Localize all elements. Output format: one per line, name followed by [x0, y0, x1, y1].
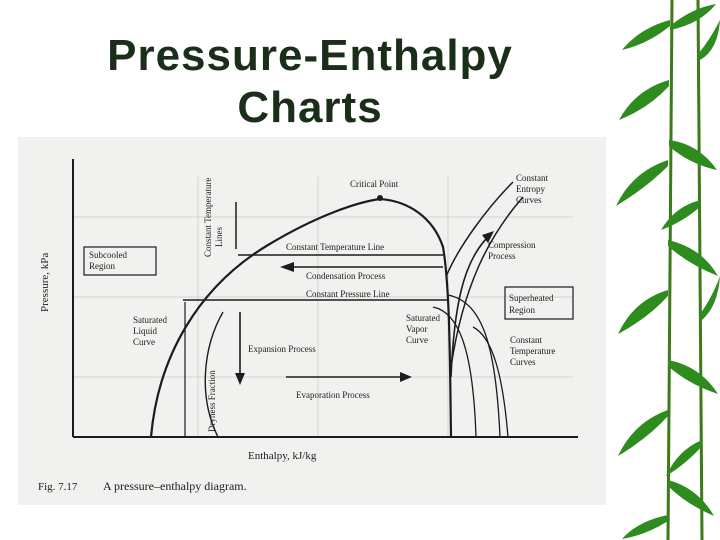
superheated-region-label: Superheated Region — [509, 293, 554, 315]
svg-text:Lines: Lines — [214, 227, 224, 247]
subcooled-region-box — [83, 246, 157, 276]
constant-temperature-curves-label: Constant Temperature Curves — [510, 335, 555, 367]
svg-text:Compression: Compression — [488, 240, 536, 250]
svg-text:Curve: Curve — [406, 335, 428, 345]
subcooled-region-label: Subcooled Region — [89, 250, 127, 271]
caption-number: Fig. 7.17 — [38, 481, 78, 493]
critical-point-marker — [377, 195, 383, 201]
svg-text:Region: Region — [89, 261, 115, 271]
svg-text:Saturated: Saturated — [133, 315, 167, 325]
constant-entropy-curves-label: Constant Entropy Curves — [516, 173, 549, 205]
expansion-process-label: Expansion Process — [248, 344, 316, 354]
caption-text: A pressure–enthalpy diagram. — [103, 479, 247, 493]
condensation-process-label: Condensation Process — [306, 271, 386, 281]
constant-temperature-curves — [432, 294, 509, 438]
saturation-dome — [149, 197, 453, 438]
evaporation-process-label: Evaporation Process — [296, 390, 370, 400]
superheated-region-box — [504, 286, 574, 320]
compression-arrow — [450, 236, 489, 378]
saturated-vapor-curve-label: Saturated Vapor Curve — [406, 313, 440, 345]
svg-text:Process: Process — [488, 251, 516, 261]
ph-diagram: Pressure, kPa Enthalpy, kJ/kg Fig. 7.17 … — [38, 159, 578, 493]
y-axis-label: Pressure, kPa — [39, 253, 51, 312]
pressure-enthalpy-figure: Pressure, kPa Enthalpy, kJ/kg Fig. 7.17 … — [18, 137, 606, 505]
svg-text:Subcooled: Subcooled — [89, 250, 127, 260]
svg-text:Curves: Curves — [516, 195, 542, 205]
svg-text:Constant: Constant — [510, 335, 543, 345]
dryness-fraction-curve — [204, 311, 224, 438]
svg-text:Liquid: Liquid — [133, 326, 157, 336]
constant-temperature-lines-label: Constant Temperature Lines — [203, 178, 224, 257]
svg-text:Temperature: Temperature — [510, 346, 555, 356]
critical-point-label: Critical Point — [350, 179, 399, 189]
svg-text:Saturated: Saturated — [406, 313, 440, 323]
title-line-2: Charts — [237, 83, 383, 132]
compression-process-label: Compression Process — [488, 240, 536, 261]
svg-text:Vapor: Vapor — [406, 324, 428, 334]
svg-text:Constant Temperature: Constant Temperature — [203, 178, 213, 257]
dryness-fraction-label: Dryness Fraction — [207, 370, 217, 432]
constant-entropy-curves — [445, 181, 524, 368]
svg-text:Curve: Curve — [133, 337, 155, 347]
saturated-liquid-curve-label: Saturated Liquid Curve — [133, 315, 167, 347]
svg-text:Entropy: Entropy — [516, 184, 545, 194]
x-axis-label: Enthalpy, kJ/kg — [248, 450, 317, 462]
svg-text:Constant: Constant — [516, 173, 549, 183]
slide-title: Pressure-Enthalpy Charts — [60, 30, 560, 134]
title-line-1: Pressure-Enthalpy — [107, 31, 513, 80]
bamboo-decoration — [616, 0, 720, 540]
constant-temperature-line-label: Constant Temperature Line — [286, 242, 384, 252]
constant-pressure-line-label: Constant Pressure Line — [306, 289, 390, 299]
svg-text:Superheated: Superheated — [509, 293, 554, 303]
svg-text:Region: Region — [509, 305, 535, 315]
svg-text:Curves: Curves — [510, 357, 536, 367]
